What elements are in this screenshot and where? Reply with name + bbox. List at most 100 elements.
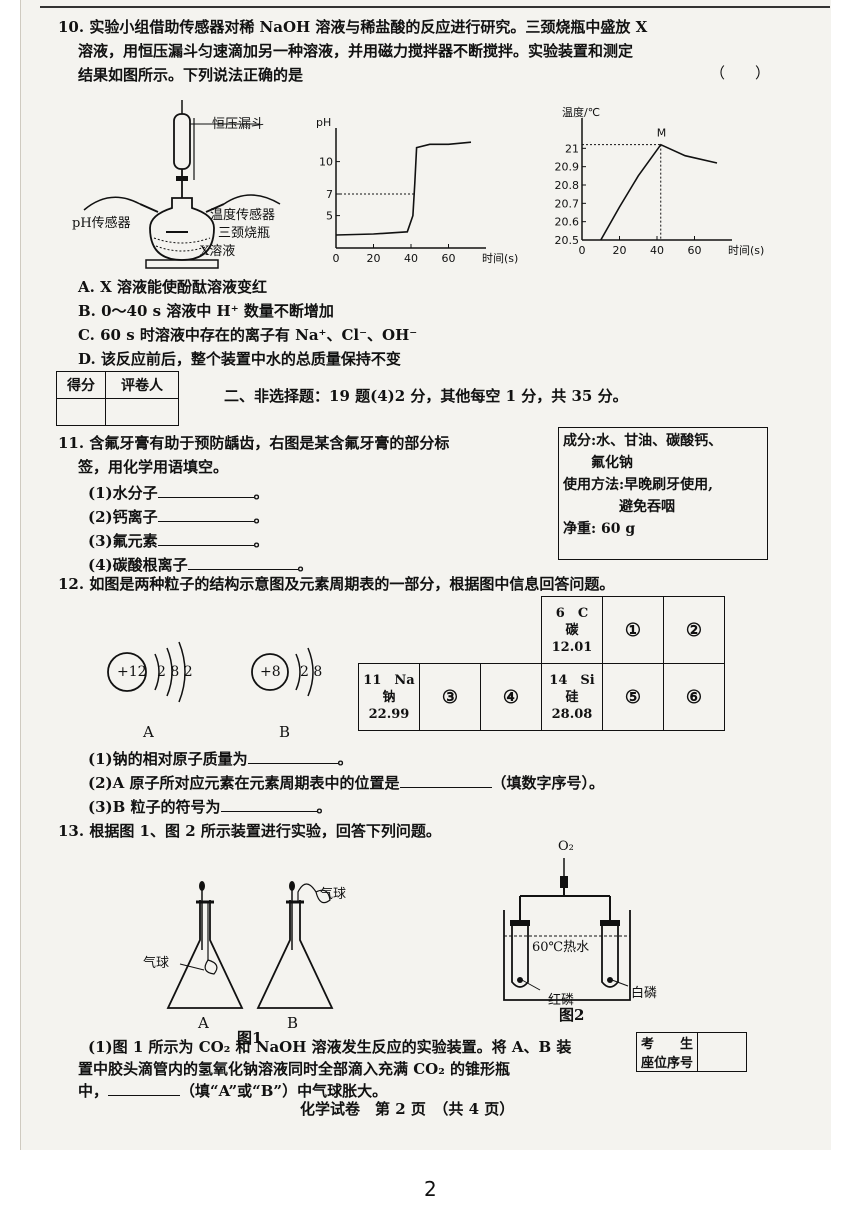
- label-line: 避免吞咽: [563, 499, 675, 515]
- label-temp-sensor: 温度传感器: [210, 208, 276, 223]
- mark-5: ⑤: [602, 663, 664, 731]
- q12-blank3[interactable]: [220, 797, 317, 812]
- score-table: 得分 评卷人: [56, 371, 179, 426]
- label-line: 氟化钠: [563, 455, 633, 471]
- y-tick-label: 5: [326, 210, 333, 223]
- grader-header: 评卷人: [105, 371, 179, 399]
- empty-cell: [481, 597, 542, 664]
- fig2-hot-water-label: 60℃热水: [532, 940, 590, 955]
- label-ph-sensor: pH传感器: [72, 216, 131, 231]
- q10-line1: 10. 实验小组借助传感器对稀 NaOH 溶液与稀盐酸的反应进行研究。三颈烧瓶中…: [58, 18, 648, 36]
- q12-item3: (3)B 粒子的符号为。: [88, 797, 332, 816]
- q10-option-a: A. X 溶液能使酚酞溶液变红: [78, 278, 267, 296]
- score-cell[interactable]: [56, 398, 106, 426]
- fig1-caption: 图1: [237, 1029, 263, 1047]
- figure1-flasks: [166, 881, 334, 1009]
- empty-cell: [359, 597, 420, 664]
- score-header: 得分: [56, 371, 106, 399]
- q12-blank2[interactable]: [399, 773, 492, 788]
- fig1-label-b: B: [287, 1014, 299, 1032]
- peak-marker: M: [657, 127, 667, 140]
- label-line: 使用方法:早晚刷牙使用,: [563, 477, 714, 493]
- q11-blank2[interactable]: [157, 507, 254, 522]
- q12-blank1[interactable]: [247, 749, 338, 764]
- fig1-label-a: A: [198, 1014, 209, 1032]
- x-tick-label: 40: [650, 244, 664, 257]
- x-axis-label: 时间(s): [728, 244, 764, 257]
- atom-a-nucleus: +12: [117, 664, 147, 680]
- grader-cell[interactable]: [105, 398, 179, 426]
- x-tick-label: 0: [333, 252, 340, 265]
- mark-6: ⑥: [663, 663, 725, 731]
- figure2-apparatus: [503, 858, 631, 1001]
- atom-a-shells: 2 8 2: [157, 664, 193, 680]
- q12-item2: (2)A 原子所对应元素在元素周期表中的位置是（填数字序号）。: [88, 773, 605, 792]
- mark-1: ①: [602, 596, 664, 664]
- atom-b-diagram: [251, 647, 314, 697]
- q13-line3: 置中胶头滴管内的氢氧化钠溶液同时全部滴入充满 CO₂ 的锥形瓶: [78, 1060, 511, 1078]
- empty-cell: [420, 597, 481, 664]
- q13-line1: 13. 根据图 1、图 2 所示装置进行实验，回答下列问题。: [58, 822, 441, 840]
- atom-b-shells: 2 8: [300, 664, 323, 680]
- data-line: [600, 143, 718, 241]
- fig2-white-phosphorus-label: 白磷: [631, 986, 658, 1001]
- q11-blank4[interactable]: [187, 555, 298, 570]
- x-tick-label: 40: [404, 252, 418, 265]
- seat-number-table: 考 生座位序号: [635, 1032, 748, 1072]
- seat-number-cell[interactable]: [697, 1032, 748, 1072]
- y-tick-label: 20.7: [555, 197, 580, 210]
- atom-b-nucleus: +8: [260, 664, 281, 680]
- q10-line2: 溶液，用恒压漏斗匀速滴加另一种溶液，并用磁力搅拌器不断搅拌。实验装置和测定: [78, 42, 634, 60]
- data-line: [335, 141, 472, 236]
- x-tick-label: 60: [442, 252, 456, 265]
- mark-4: ④: [480, 663, 542, 731]
- q11-item1: (1)水分子。: [88, 483, 269, 502]
- mark-2: ②: [663, 596, 725, 664]
- y-axis-label: pH: [316, 116, 331, 129]
- x-tick-label: 20: [613, 244, 627, 257]
- fig1-balloon-a-label: 气球: [143, 956, 170, 971]
- page-footer: 化学试卷 第 2 页 （共 4 页）: [300, 1100, 515, 1118]
- y-tick-label: 7: [326, 188, 333, 201]
- y-tick-label: 20.5: [555, 234, 580, 247]
- section2-title: 二、非选择题：19 题(4)2 分，其他每空 1 分，共 35 分。: [224, 387, 628, 405]
- q10-option-c: C. 60 s 时溶液中存在的离子有 Na⁺、Cl⁻、OH⁻: [78, 326, 418, 344]
- label-line: 净重: 60 g: [563, 521, 636, 537]
- x-tick-label: 20: [367, 252, 381, 265]
- page-number: 2: [424, 1177, 437, 1201]
- q11-item3: (3)氟元素。: [88, 531, 269, 550]
- y-tick-label: 20.9: [555, 161, 580, 174]
- ph-chart: 0 20 40 60 5 7 10 时间(s) pH: [316, 116, 518, 265]
- label-line: 成分:水、甘油、碳酸钙、: [563, 433, 723, 449]
- x-axis-label: 时间(s): [482, 252, 518, 265]
- y-tick-label: 20.6: [555, 216, 580, 229]
- q11-blank1[interactable]: [157, 483, 254, 498]
- y-axis-label: 温度/℃: [562, 105, 600, 119]
- q11-item2: (2)钙离子。: [88, 507, 269, 526]
- q10-apparatus-figure: [83, 100, 281, 269]
- q11-line1: 11. 含氟牙膏有助于预防龋齿，右图是某含氟牙膏的部分标: [58, 434, 450, 452]
- top-rule: [40, 6, 830, 8]
- q13-blank1[interactable]: [108, 1081, 181, 1096]
- label-x-solution: X溶液: [200, 244, 236, 259]
- atom-a-diagram: [107, 641, 186, 703]
- fig2-o2-label: O₂: [558, 839, 574, 854]
- q10-option-d: D. 该反应前后，整个装置中水的总质量保持不变: [78, 350, 401, 368]
- y-tick-label: 10: [319, 156, 333, 169]
- q13-line4: 中，（填“A”或“B”）中气球胀大。: [78, 1081, 388, 1100]
- fig2-red-phosphorus-label: 红磷: [548, 993, 575, 1008]
- fig1-balloon-b-label: 气球: [320, 887, 347, 902]
- q10-option-b: B. 0～40 s 溶液中 H⁺ 数量不断增加: [78, 302, 334, 320]
- atom-b-name: B: [279, 723, 291, 741]
- fig2-caption: 图2: [559, 1006, 585, 1024]
- seat-header: 考 生座位序号: [635, 1032, 699, 1072]
- q11-line2: 签，用化学用语填空。: [78, 458, 229, 476]
- y-tick-label: 20.8: [555, 179, 580, 192]
- q10-answer-paren: （ ）: [710, 64, 771, 82]
- q11-blank3[interactable]: [157, 531, 254, 546]
